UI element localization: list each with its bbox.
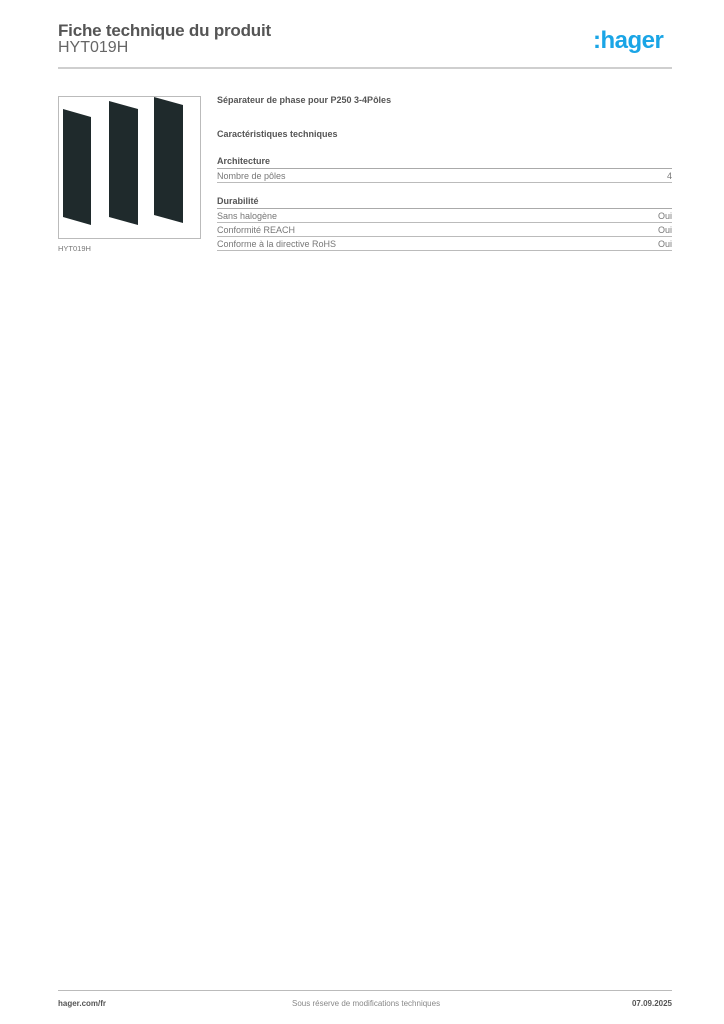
spec-group-durability: Durabilité Sans halogène Oui Conformité … [217, 196, 672, 251]
spec-row: Sans halogène Oui [217, 209, 672, 223]
footer-website-link[interactable]: hager.com/fr [58, 999, 107, 1008]
spec-row: Conforme à la directive RoHS Oui [217, 237, 672, 251]
product-name: Séparateur de phase pour P250 3-4Pôles [217, 95, 392, 105]
footer-disclaimer: Sous réserve de modifications techniques [292, 999, 441, 1008]
header-divider [58, 67, 672, 69]
footer-divider [58, 990, 672, 991]
group-title: Durabilité [217, 196, 672, 209]
spec-label: Conforme à la directive RoHS [217, 239, 337, 249]
product-image [58, 96, 201, 239]
spec-value: Oui [657, 239, 672, 249]
spec-value: Oui [657, 225, 672, 235]
spec-group-architecture: Architecture Nombre de pôles 4 [217, 156, 672, 183]
page-title: Fiche technique du produit [58, 21, 271, 40]
spec-value: 4 [666, 171, 672, 181]
spec-label: Nombre de pôles [217, 171, 286, 181]
phase-separator-panels-icon [63, 97, 183, 225]
group-title: Architecture [217, 156, 672, 169]
hager-logo: :hager [593, 27, 664, 54]
spec-label: Conformité REACH [217, 225, 296, 235]
spec-label: Sans halogène [217, 211, 278, 221]
spec-value: Oui [657, 211, 672, 221]
footer-date: 07.09.2025 [631, 999, 672, 1008]
product-reference: HYT019H [58, 39, 129, 56]
image-caption: HYT019H [58, 244, 91, 253]
section-title: Caractéristiques techniques [217, 129, 338, 139]
spec-row: Conformité REACH Oui [217, 223, 672, 237]
spec-content: Séparateur de phase pour P250 3-4Pôles C… [217, 95, 672, 264]
spec-row: Nombre de pôles 4 [217, 169, 672, 183]
